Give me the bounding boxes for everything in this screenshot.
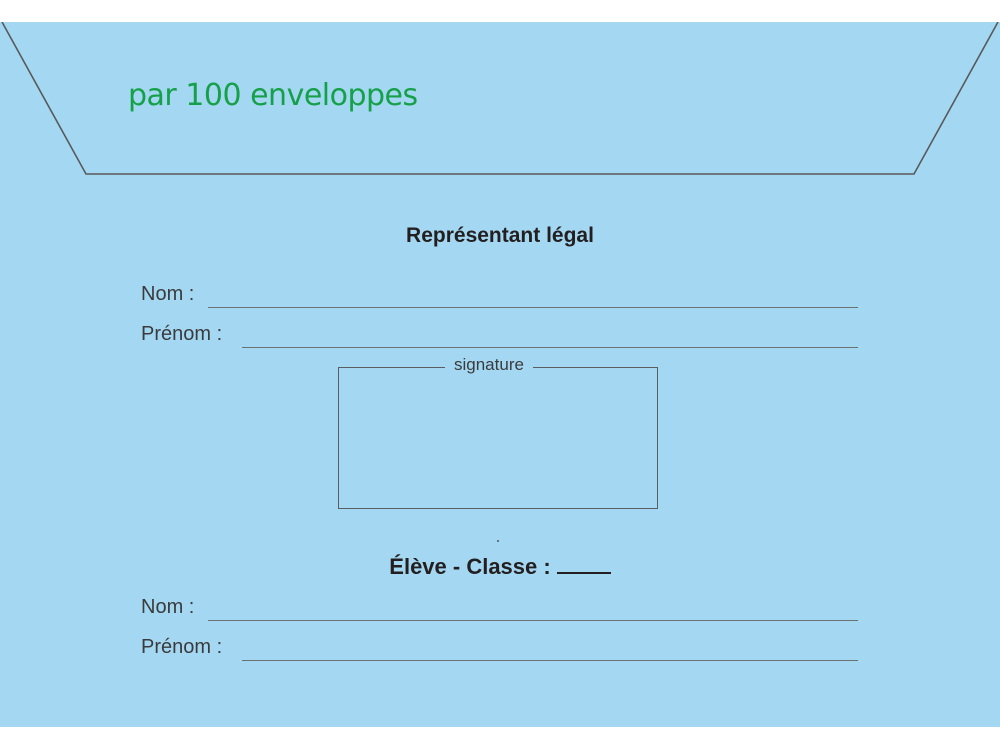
legal-representative-title: Représentant légal — [406, 224, 594, 247]
envelope-flap — [1, 22, 999, 175]
student-prenom-label: Prénom : — [141, 636, 223, 658]
student-nom-label: Nom : — [141, 596, 195, 618]
signature-box[interactable]: signature — [338, 355, 658, 509]
envelope-tagline: par 100 enveloppes — [128, 78, 418, 113]
legal-rep-prenom-label: Prénom : — [141, 323, 223, 345]
legal-rep-prenom-field[interactable]: Prénom : — [141, 323, 858, 351]
legal-rep-nom-label: Nom : — [141, 283, 195, 305]
legal-rep-prenom-line[interactable] — [242, 347, 858, 348]
student-prenom-line[interactable] — [242, 660, 858, 661]
class-blank[interactable] — [556, 552, 611, 574]
signature-label: signature — [445, 355, 533, 375]
student-class-label: Élève - Classe : — [389, 554, 551, 579]
student-class-title: Élève - Classe : — [0, 552, 1000, 580]
legal-rep-nom-line[interactable] — [208, 307, 858, 308]
envelope: par 100 enveloppes Représentant légal No… — [0, 22, 1000, 727]
stray-dot — [497, 540, 499, 542]
student-nom-field[interactable]: Nom : — [141, 596, 858, 624]
legal-rep-nom-field[interactable]: Nom : — [141, 283, 858, 311]
student-nom-line[interactable] — [208, 620, 858, 621]
student-prenom-field[interactable]: Prénom : — [141, 636, 858, 664]
